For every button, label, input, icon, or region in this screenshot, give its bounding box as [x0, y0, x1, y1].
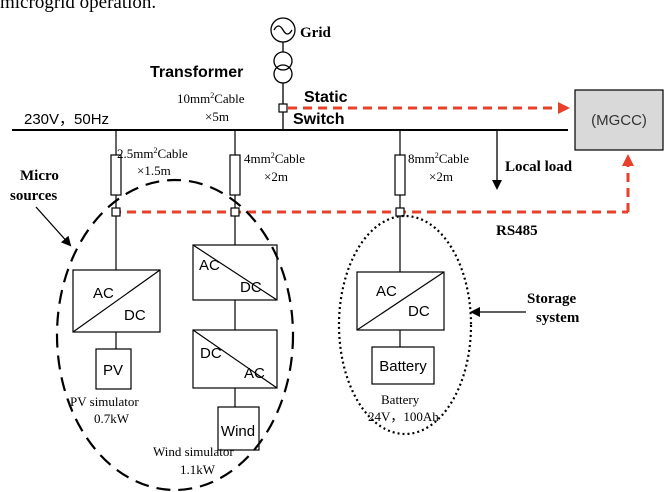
wind-caption-1: Wind simulator: [153, 444, 234, 459]
wind-cable-length: ×2m: [264, 169, 288, 184]
wind-cable-connector: [230, 207, 240, 217]
mgcc-label: (MGCC): [591, 112, 647, 129]
bus-label: 230V，50Hz: [24, 111, 109, 128]
pv-branch: [72, 130, 161, 390]
caption-fragment: microgrid operation.: [0, 0, 156, 13]
main-cable-length: ×5m: [205, 109, 229, 124]
static-switch-label-1: Static: [304, 89, 348, 106]
micro-sources-group: [55, 178, 295, 492]
pv-caption-2: 0.7kW: [94, 411, 130, 426]
pv-cable-length: ×1.5m: [137, 163, 171, 178]
wind-converter-2-bottom: AC: [244, 365, 265, 382]
wind-converter-1-top: AC: [199, 257, 220, 274]
battery-caption-2: 24V，100Ah: [368, 409, 439, 424]
transformer-icon: [273, 51, 293, 84]
wind-converter-1-bottom: DC: [240, 279, 262, 296]
static-switch-icon: [278, 103, 288, 113]
wind-cable-fuse: [229, 154, 241, 196]
storage-system-group: [337, 214, 473, 436]
storage-branch: [356, 130, 445, 385]
micro-sources-label-2: sources: [10, 188, 57, 204]
micro-sources-label-1: Micro: [20, 168, 59, 184]
storage-cable-label: 8mm2Cable: [408, 151, 469, 166]
storage-system-label-2: system: [536, 310, 580, 326]
grid-label: Grid: [300, 25, 331, 41]
storage-cable-fuse: [394, 154, 406, 196]
local-load-label: Local load: [505, 159, 573, 175]
battery-caption-1: Battery: [381, 392, 420, 407]
wind-branch: [192, 130, 278, 451]
pv-converter-bottom: DC: [124, 307, 146, 324]
storage-converter-top: AC: [376, 283, 397, 300]
comm-lines: [112, 102, 634, 214]
wind-cable-label: 4mm2Cable: [244, 151, 305, 166]
pv-caption-1: PV simulator: [70, 394, 139, 409]
wind-simulator-box: [217, 406, 260, 451]
micro-sources-arrow: [35, 206, 72, 247]
storage-cable-connector: [395, 207, 405, 217]
storage-system-label-1: Storage: [527, 291, 576, 307]
pv-box-label: PV: [103, 362, 123, 379]
battery-box: [371, 346, 435, 385]
pv-simulator-box: [95, 348, 132, 390]
rs485-label: RS485: [496, 223, 538, 239]
wind-box-label: Wind: [221, 423, 255, 440]
wind-caption-2: 1.1kW: [180, 462, 216, 477]
grid-source: [270, 17, 296, 43]
storage-converter-bottom: DC: [408, 303, 430, 320]
storage-cable-length: ×2m: [429, 169, 453, 184]
pv-cable-label: 2.5mm2Cable: [117, 146, 188, 161]
pv-converter-top: AC: [93, 285, 114, 302]
battery-box-label: Battery: [379, 358, 427, 375]
transformer-label: Transformer: [150, 64, 243, 81]
pv-cable-connector: [111, 207, 121, 217]
static-switch-label-2: Switch: [293, 111, 345, 128]
pv-cable-fuse: [110, 154, 122, 196]
mgcc-box: [574, 89, 664, 151]
main-cable-label: 10mm2Cable: [177, 91, 245, 106]
wind-converter-2-top: DC: [200, 345, 222, 362]
